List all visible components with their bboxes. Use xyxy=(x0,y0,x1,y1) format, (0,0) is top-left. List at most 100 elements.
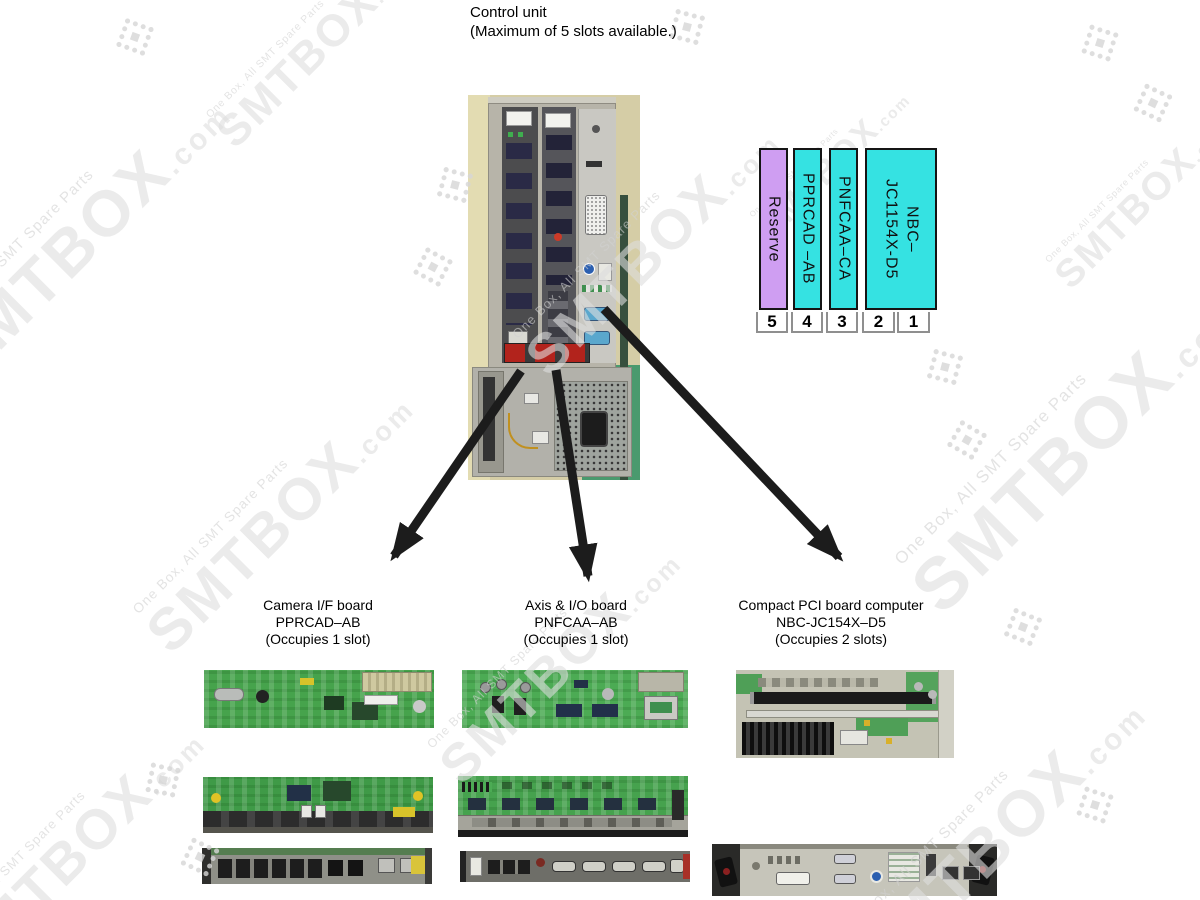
qr-pattern-icon xyxy=(412,246,454,288)
watermark-suffix: .com xyxy=(155,97,239,181)
rj45-port xyxy=(942,866,959,880)
board-slots: (Occupies 2 slots) xyxy=(774,631,888,647)
board-model: PPRCAD–AB xyxy=(275,614,361,630)
dsub-connector xyxy=(552,861,576,872)
led-indicator xyxy=(518,132,523,137)
slot-number-3: 3 xyxy=(826,312,858,333)
serial-port xyxy=(834,874,856,884)
white-connector xyxy=(532,431,549,444)
dvi-connector xyxy=(585,195,607,235)
small-parts-row xyxy=(758,678,878,687)
green-striped-label xyxy=(582,285,612,292)
module-label xyxy=(650,702,672,713)
qr-pattern-icon xyxy=(1133,83,1173,123)
watermark-tagline: One Box, All SMT Spare Parts xyxy=(129,455,292,617)
blue-round-logo xyxy=(870,870,883,883)
info-label xyxy=(598,263,612,281)
panel-end xyxy=(460,851,466,882)
yellow-connector xyxy=(411,856,425,874)
camera-board-label: Camera I/F board PPRCAD–AB (Occupies 1 s… xyxy=(193,597,443,648)
dsub-connector xyxy=(612,861,636,872)
qr-pattern-icon xyxy=(1003,607,1043,647)
board-model: PNFCAA–AB xyxy=(534,614,618,630)
board-name: Compact PCI board computer xyxy=(738,597,924,613)
watermark-suffix: .com xyxy=(1186,115,1200,167)
pin-header xyxy=(462,782,492,792)
blue-round-sticker xyxy=(583,263,595,275)
watermark-brand-text: SMTBOX xyxy=(0,760,165,900)
slot-number-2: 2 xyxy=(862,312,895,333)
qr-pattern-icon xyxy=(946,419,988,461)
board-name: Axis & I/O board xyxy=(525,597,627,613)
cpci-board-top-photo xyxy=(736,670,954,758)
watermark-brand: SMTBOX.com xyxy=(895,270,1200,628)
right-panel xyxy=(578,109,616,363)
yellow-connector xyxy=(393,807,415,817)
axis-board-panel-photo xyxy=(460,851,690,882)
slot-number-5: 5 xyxy=(756,312,788,333)
led-indicator xyxy=(508,132,513,137)
dvi-connector xyxy=(776,872,810,885)
white-connector xyxy=(301,805,312,818)
ic-chip xyxy=(556,704,582,717)
power-inlet xyxy=(580,411,608,447)
pcb-area xyxy=(736,674,762,694)
page-title: Control unit (Maximum of 5 slots availab… xyxy=(470,3,677,41)
pcb-area xyxy=(856,714,908,736)
serial-port xyxy=(584,307,610,321)
panel-edge xyxy=(712,844,997,849)
port-row xyxy=(488,860,530,874)
ic-row xyxy=(468,798,668,810)
watermark-tagline: One Box, All SMT Spare Parts xyxy=(203,0,327,121)
metal-rail xyxy=(746,710,942,718)
board-rail xyxy=(203,825,433,833)
watermark-suffix: .com xyxy=(367,0,425,8)
board-label-sticker xyxy=(545,113,571,128)
watermark-suffix: .com xyxy=(1156,291,1200,386)
ic-chip xyxy=(574,680,588,688)
camera-board-bottom-photo xyxy=(203,777,433,833)
slot-box-pnfcaa: PNFCAA–CA xyxy=(829,148,858,310)
capacitor xyxy=(602,688,614,700)
capacitor xyxy=(520,682,531,693)
label-sticker xyxy=(364,695,398,705)
capacitor xyxy=(928,690,937,699)
slot-number-1: 1 xyxy=(897,312,930,333)
capacitor xyxy=(914,682,923,691)
panel-end xyxy=(425,848,432,884)
white-connector xyxy=(840,730,868,745)
white-connector xyxy=(315,805,326,818)
metal-bracket xyxy=(638,672,684,692)
slot-label-line2: JC1154X-D5 xyxy=(882,178,900,280)
title-line2: (Maximum of 5 slots available.) xyxy=(470,23,677,40)
spec-label xyxy=(888,852,920,882)
panel-switch xyxy=(586,161,602,167)
usb-stack xyxy=(926,854,936,876)
watermark-suffix: .com xyxy=(1070,697,1154,781)
watermark-brand-text: SMTBOX xyxy=(1045,137,1200,297)
white-connector xyxy=(524,393,539,404)
label-sticker xyxy=(470,857,482,876)
ic-chip xyxy=(323,781,351,801)
round-component xyxy=(256,690,269,703)
standoff-yellow xyxy=(413,791,423,801)
transistor xyxy=(514,698,526,715)
slot-label-line1: NBC– xyxy=(903,205,921,253)
red-terminal-bar xyxy=(504,343,590,363)
panel-end xyxy=(202,848,211,884)
camera-board-panel-photo xyxy=(202,848,432,884)
red-button xyxy=(554,233,562,241)
rj45-port xyxy=(378,858,395,873)
jumper xyxy=(886,738,892,744)
axis-board-bottom-photo xyxy=(458,776,688,837)
watermark-tagline: One Box, All SMT Spare Parts xyxy=(0,165,97,342)
board-edge xyxy=(202,848,432,855)
ic-chip xyxy=(592,704,618,717)
watermark-brand-text: SMTBOX xyxy=(206,0,388,157)
connector-row xyxy=(203,811,433,827)
slot-box-pprcad: PPRCAD –AB xyxy=(793,148,822,310)
slot-label: Reserve xyxy=(765,195,783,263)
board-name: Camera I/F board xyxy=(263,597,373,613)
